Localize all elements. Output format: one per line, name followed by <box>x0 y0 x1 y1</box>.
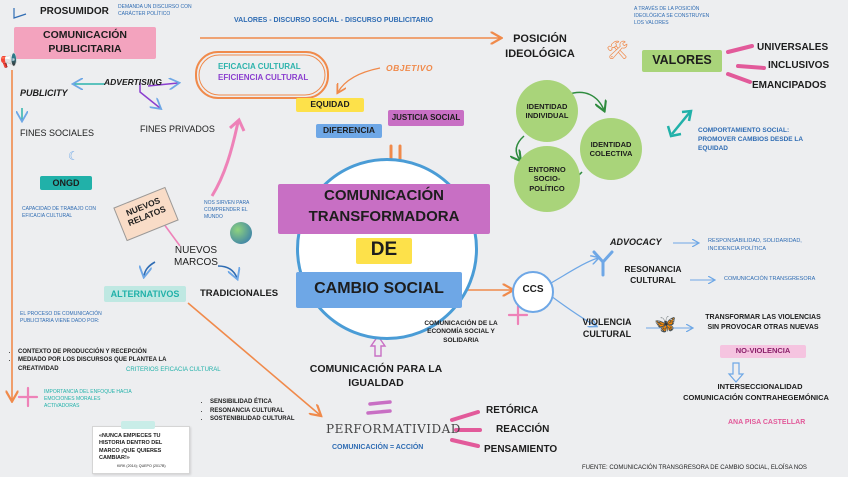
quote-text: «NUNCA EMPIECES TU HISTORIA DENTRO DEL M… <box>99 433 163 462</box>
pensamiento-label: PENSAMIENTO <box>484 444 558 455</box>
interseccionalidad-label: INTERSECCIONALIDAD <box>717 382 803 391</box>
no-violencia-highlight <box>720 345 806 358</box>
ccs-label: CCS <box>522 284 544 295</box>
com-accion-label: COMUNICACIÓN = ACCIÓN <box>332 444 424 451</box>
importancia-note: IMPORTANCIA DEL ENFOQUE HACIA EMOCIONES … <box>44 389 132 409</box>
posicion-ideologica-label: POSICIÓN IDEOLÓGICA <box>505 33 575 61</box>
prosumidor-label: PROSUMIDOR <box>40 6 109 17</box>
nuevos-marcos-label: NUEVOS MARCOS <box>174 245 218 268</box>
performatividad-label: PERFORMATIVIDAD <box>326 422 461 436</box>
transformar-note: TRANSFORMAR LAS VIOLENCIAS SIN PROVOCAR … <box>705 314 821 331</box>
criterios-list: SENSIBILIDAD ÉTICA RESONANCIA CULTURAL S… <box>200 398 320 424</box>
eficacia-label: EFICACIA CULTURAL <box>218 62 301 71</box>
main-title-line1: COMUNICACIÓN <box>324 187 444 204</box>
emancipados-label: EMANCIPADOS <box>752 80 827 91</box>
pink-curve-arrow <box>210 121 240 197</box>
main-title-line3: CAMBIO SOCIAL <box>314 280 444 297</box>
main-title-highlight <box>278 184 490 234</box>
quote-tape <box>121 421 155 429</box>
universales-label: UNIVERSALES <box>757 42 829 53</box>
circle-entorno: ENTORNO SOCIO-POLÍTICO <box>514 146 580 212</box>
author-label: ANA PISA CASTELLAR <box>728 419 806 426</box>
resonancia-label: RESONANCIA CULTURAL <box>624 264 682 286</box>
objetivo-label: OBJETIVO <box>386 63 433 73</box>
ongd-label: ONGD <box>52 178 80 188</box>
equals-icon <box>366 400 392 415</box>
entorno-label: ENTORNO SOCIO-POLÍTICO <box>528 164 566 193</box>
tradicionales-label: TRADICIONALES <box>200 288 279 299</box>
plus-icon-right <box>507 304 529 326</box>
criterio-resonancia: RESONANCIA CULTURAL <box>210 407 320 416</box>
proceso-note: EL PROCESO DE COMUNICACIÓN PUBLICITARIA … <box>20 311 102 324</box>
comportamiento-note: COMPORTAMIENTO SOCIAL: PROMOVER CAMBIOS … <box>698 127 803 152</box>
eficacia-scribble <box>195 51 329 99</box>
reaccion-label: REACCIÓN <box>496 424 550 435</box>
plus-icon-left <box>17 386 39 408</box>
proceso-bullets: CONTEXTO DE PRODUCCIÓN Y RECEPCIÓN MEDIA… <box>8 348 168 373</box>
criterio-sensibilidad: SENSIBILIDAD ÉTICA <box>210 398 320 407</box>
prosumidor-note: DEMANDA UN DISCURSO CON CARÁCTER POLÍTIC… <box>118 4 192 17</box>
double-arrow-icon <box>671 111 691 135</box>
bullet-mediado: MEDIADO POR LOS DISCURSOS QUE PLANTEA LA… <box>18 356 168 373</box>
quote-card: «NUNCA EMPIECES TU HISTORIA DENTRO DEL M… <box>92 421 190 474</box>
justicia-highlight <box>388 110 464 126</box>
posicion-note: A TRAVÉS DE LA POSICIÓN IDEOLÓGICA SE CO… <box>634 6 710 26</box>
main-de-highlight <box>356 238 412 264</box>
valores-label: VALORES <box>652 53 712 67</box>
arrow-to-performatividad <box>187 302 320 415</box>
equidad-highlight <box>296 98 364 112</box>
advertising-label: ADVERTISING <box>104 77 162 87</box>
com-pub-title: COMUNICACIÓN PUBLICITARIA <box>43 29 127 55</box>
ongd-highlight <box>40 176 92 190</box>
diferencia-label: DIFERENCIA <box>323 125 375 135</box>
diferencia-highlight <box>316 124 382 138</box>
identidad-colectiva-label: IDENTIDAD COLECTIVA <box>589 139 633 158</box>
main-cambio-highlight <box>296 272 462 308</box>
resp-note: RESPONSABILIDAD, SOLIDARIDAD, INCIDENCIA… <box>708 238 802 252</box>
tools-icon: 🛠 <box>606 40 629 60</box>
valores-discurso-label: VALORES - DISCURSO SOCIAL - DISCURSO PUB… <box>234 17 434 24</box>
fines-privados-label: FINES PRIVADOS <box>140 124 215 134</box>
nos-sirven-note: NOS SIRVEN PARA COMPRENDER EL MUNDO <box>204 200 250 220</box>
contrahegemonica-label: COMUNICACIÓN CONTRAHEGEMÓNICA <box>683 393 829 402</box>
fuente-label: FUENTE: COMUNICACIÓN TRANSGRESORA DE CAM… <box>582 465 807 471</box>
valores-highlight <box>642 50 722 72</box>
inclusivos-label: INCLUSIVOS <box>768 60 830 71</box>
circle-identidad-individual: IDENTIDAD INDIVIDUAL <box>516 80 578 142</box>
retorica-label: RETÓRICA <box>486 405 539 416</box>
eficiencia-label: EFICIENCIA CULTURAL <box>218 73 309 82</box>
quote-source: KIRK (2014); QUEPO (2017B) <box>117 464 166 468</box>
bullet-contexto: CONTEXTO DE PRODUCCIÓN Y RECEPCIÓN <box>18 348 168 356</box>
objetivo-curve <box>338 67 381 92</box>
moon-icon: ☾ <box>68 149 79 163</box>
no-violencia-label: NO-VIOLENCIA <box>735 346 791 355</box>
y-fork-icon <box>592 250 614 277</box>
com-transgresora-note: COMUNICACIÓN TRANSGRESORA <box>724 276 816 282</box>
main-title-line2: TRANSFORMADORA <box>308 208 460 225</box>
alternativos-highlight <box>104 286 186 302</box>
com-pub-highlight <box>14 27 156 59</box>
alternativos-label: ALTERNATIVOS <box>110 289 180 299</box>
identidad-individual-label: IDENTIDAD INDIVIDUAL <box>525 101 569 120</box>
fines-sociales-label: FINES SOCIALES <box>20 128 95 138</box>
butterfly-icon: 🦋 <box>654 314 677 334</box>
equidad-label: EQUIDAD <box>310 99 350 109</box>
publicity-label: PUBLICITY <box>20 88 68 98</box>
circle-identidad-colectiva: IDENTIDAD COLECTIVA <box>580 118 642 180</box>
violencia-label: VIOLENCIA CULTURAL <box>582 317 632 340</box>
criterio-sostenibilidad: SOSTENIBILIDAD CULTURAL <box>210 415 320 424</box>
megaphone-icon: 📢 <box>0 52 18 68</box>
ongd-note: CAPACIDAD DE TRABAJO CON EFICACIA CULTUR… <box>22 206 96 219</box>
globe-icon <box>230 222 252 244</box>
criterios-label: CRITERIOS EFICACIA CULTURAL <box>126 367 221 373</box>
com-economia-label: COMUNICACIÓN DE LA ECONOMÍA SOCIAL Y SOL… <box>424 320 498 344</box>
main-title-de: DE <box>370 239 398 260</box>
advocacy-label: ADVOCACY <box>610 237 662 247</box>
com-igualdad-label: COMUNICACIÓN PARA LA IGUALDAD <box>309 363 443 390</box>
justicia-label: JUSTICIA SOCIAL <box>391 113 461 122</box>
ccs-circle <box>512 271 554 313</box>
